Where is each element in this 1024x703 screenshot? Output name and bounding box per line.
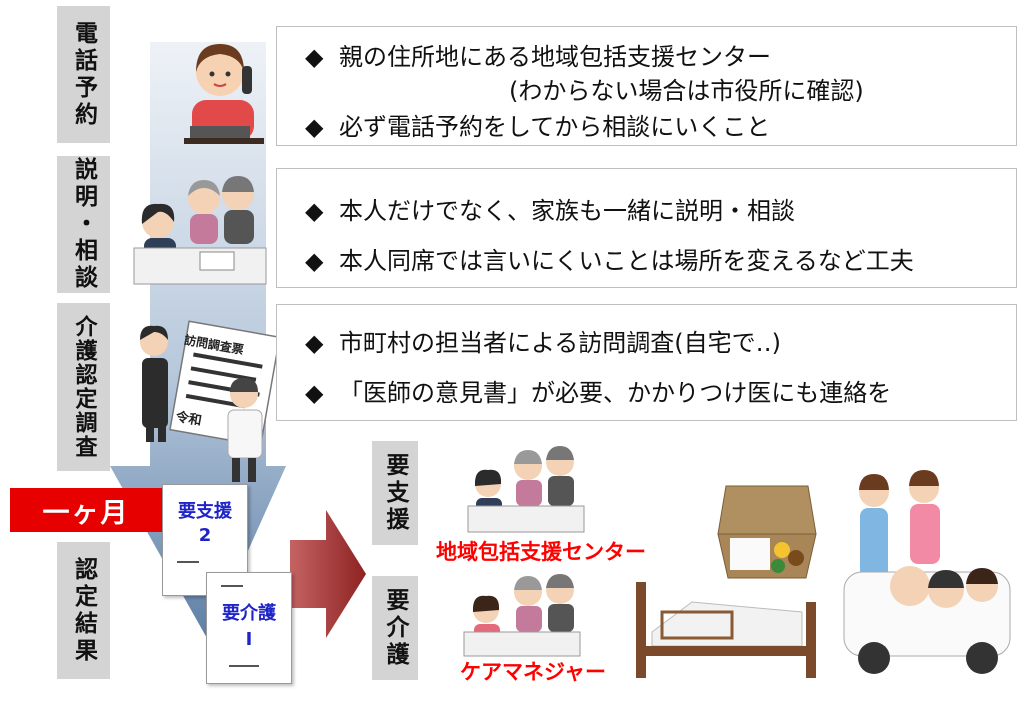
diamond-bullet-icon: ◆	[305, 43, 324, 71]
diamond-bullet-icon: ◆	[305, 247, 324, 275]
note-box-survey: ◆市町村の担当者による訪問調査(自宅で‥) ◆「医師の意見書」が必要、かかりつけ…	[276, 304, 1017, 421]
card-line	[229, 665, 259, 667]
card-line	[221, 585, 243, 587]
step-label-text: 認定結果	[70, 556, 97, 665]
step-label-text: 説明・相談	[70, 157, 97, 292]
note-box-explain: ◆本人だけでなく、家族も一緒に説明・相談 ◆本人同席では言いにくいことは場所を変…	[276, 168, 1017, 288]
provider-care-manager: ケアマネジャー	[460, 660, 606, 684]
care-manager-illustration	[463, 574, 581, 657]
note-line: ◆親の住所地にある地域包括支援センター	[305, 43, 771, 71]
diamond-bullet-icon: ◆	[305, 197, 324, 225]
card-number: I	[245, 629, 253, 650]
step-label-result: 認定結果	[57, 542, 110, 679]
card-title: 要支援	[178, 501, 232, 522]
consultation-illustration	[133, 176, 267, 285]
diamond-bullet-icon: ◆	[305, 113, 324, 141]
survey-illustration	[140, 320, 276, 482]
step-label-text: 電話予約	[70, 20, 97, 129]
meal-box-illustration	[717, 485, 817, 579]
note-line: ◆本人同席では言いにくいことは場所を変えるなど工夫	[305, 247, 914, 275]
card-number: 2	[198, 525, 212, 546]
note-line: ◆市町村の担当者による訪問調査(自宅で‥)	[305, 329, 782, 357]
result-card-care: 要介護 I	[206, 572, 292, 684]
care-van-illustration	[843, 470, 1011, 674]
note-line: (わからない場合は市役所に確認)	[509, 77, 864, 105]
outcome-label-text: 要介護	[382, 587, 408, 669]
phone-caller-illustration	[184, 44, 264, 144]
diamond-bullet-icon: ◆	[305, 329, 324, 357]
outcome-label-care: 要介護	[372, 576, 418, 680]
provider-support-center: 地域包括支援センター	[436, 540, 646, 564]
step-label-phone: 電話予約	[57, 6, 110, 143]
step-label-survey: 介護認定調査	[57, 303, 110, 471]
care-bed-illustration	[636, 582, 816, 678]
note-box-phone: ◆親の住所地にある地域包括支援センター (わからない場合は市役所に確認) ◆必ず…	[276, 26, 1017, 146]
note-line: ◆必ず電話予約をしてから相談にいくこと	[305, 113, 771, 141]
support-center-illustration	[467, 446, 585, 533]
step-label-explain: 説明・相談	[57, 156, 110, 293]
duration-banner: 一ヶ月	[10, 488, 162, 532]
note-line: ◆「医師の意見書」が必要、かかりつけ医にも連絡を	[305, 379, 892, 407]
card-title: 要介護	[222, 603, 276, 624]
outcome-label-support: 要支援	[372, 441, 418, 545]
card-line	[177, 561, 199, 563]
diamond-bullet-icon: ◆	[305, 379, 324, 407]
outcome-label-text: 要支援	[382, 452, 408, 534]
note-line: ◆本人だけでなく、家族も一緒に説明・相談	[305, 197, 795, 225]
step-label-text: 介護認定調査	[71, 315, 97, 459]
result-arrow	[290, 510, 366, 638]
